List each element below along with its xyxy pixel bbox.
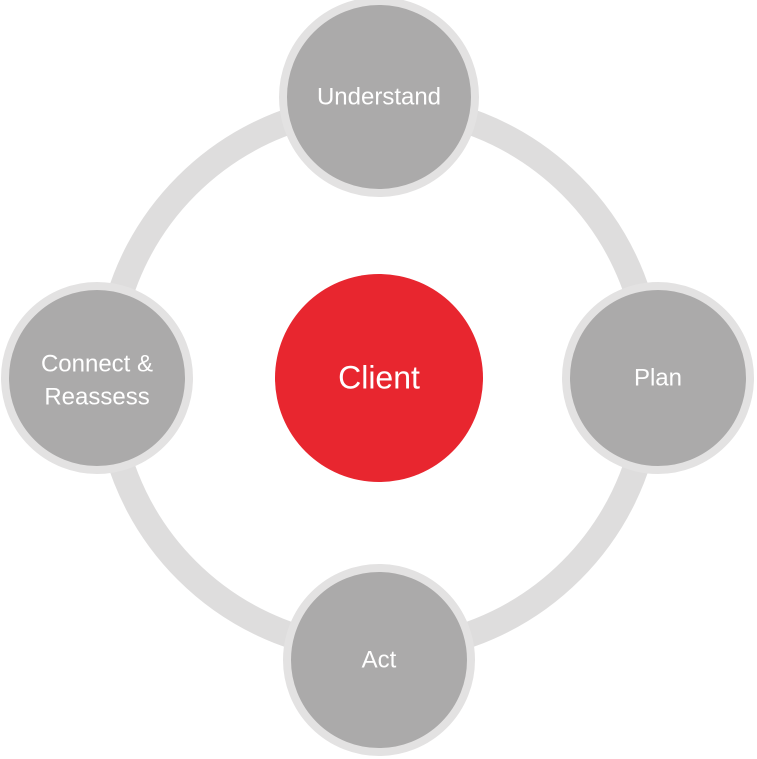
node-plan-label: Plan [634,364,682,391]
node-connect-reassess-label-line2: Reassess [44,383,149,410]
center-node-circle [275,274,483,482]
node-understand-label: Understand [317,83,441,110]
node-understand: Understand [279,0,479,197]
center-node-client: Client [275,274,483,482]
node-connect-reassess-circle [1,282,193,474]
node-plan-circle [562,282,754,474]
node-plan: Plan [562,282,754,474]
center-node-label: Client [338,359,420,395]
node-connect-reassess-label-line1: Connect & [41,350,153,377]
node-act: Act [283,564,475,756]
node-connect-reassess: Connect & Reassess [1,282,193,474]
node-act-label: Act [362,646,397,673]
node-understand-circle [279,0,479,197]
node-act-circle [283,564,475,756]
